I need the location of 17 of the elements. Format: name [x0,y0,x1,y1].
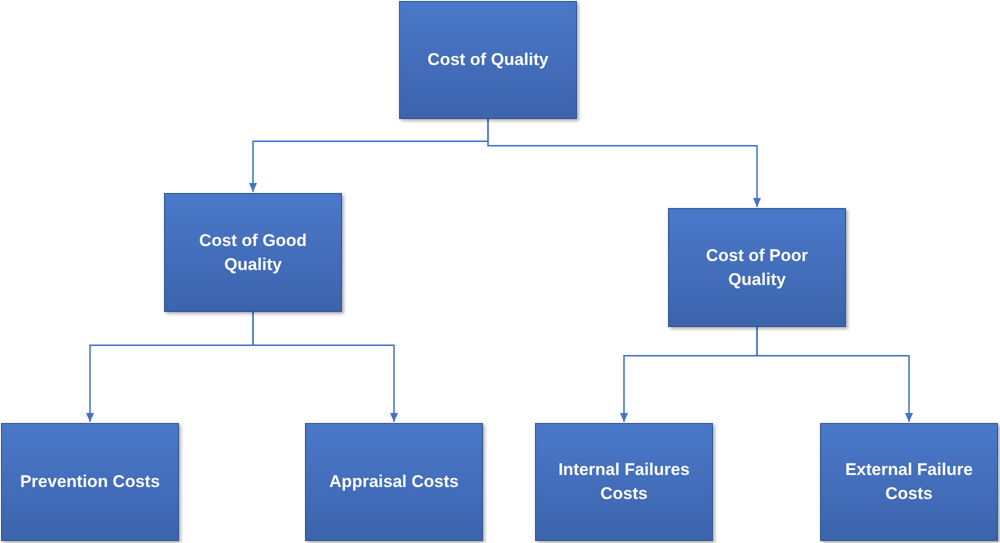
box-label: Cost of Poor Quality [705,244,809,290]
arrow [252,312,398,422]
box-label: External Failure Costs [844,459,974,505]
process-box [1,423,179,541]
box-label: Cost of Good Quality [198,230,308,276]
process-box [820,423,998,541]
box-label: Appraisal Costs [329,471,459,493]
process-box [399,1,577,119]
process-box [305,423,483,541]
box-label: Internal Failures Costs [557,459,691,505]
process-box [535,423,713,541]
box-label: Cost of Quality [428,49,548,71]
arrow [487,119,761,207]
process-box [668,208,846,327]
arrow [756,327,913,422]
box-label: Prevention Costs [20,471,160,493]
process-box [164,193,342,312]
